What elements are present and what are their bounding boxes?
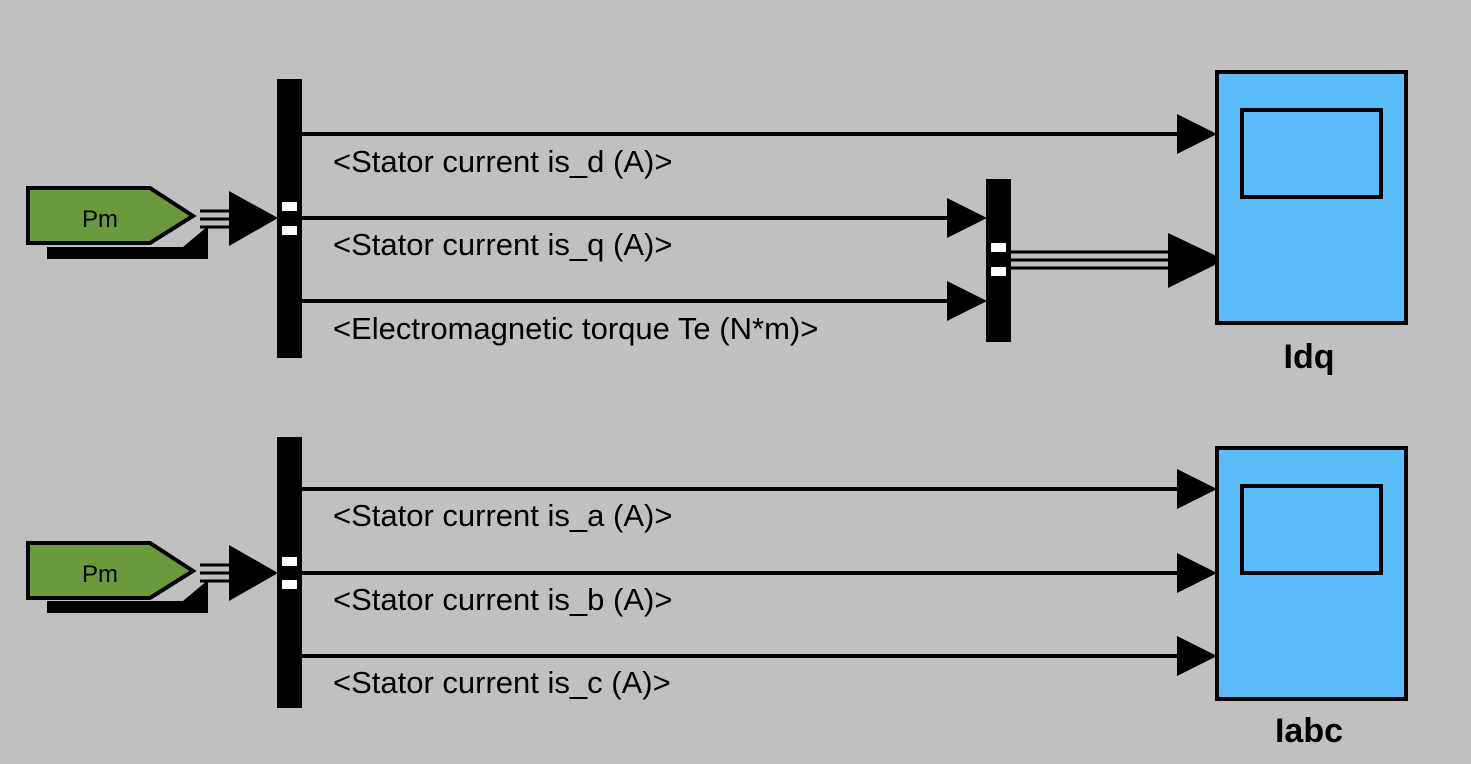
- scope-screen-icon: [1240, 108, 1383, 199]
- from-block-pm-top[interactable]: Pm: [26, 186, 208, 259]
- signal-label-is-c: <Stator current is_c (A)>: [333, 665, 671, 700]
- mux-output-bus[interactable]: [1011, 233, 1225, 288]
- signal-line-te[interactable]: [302, 281, 987, 321]
- signal-line-is-a[interactable]: [302, 469, 1217, 509]
- signal-line-is-b[interactable]: [302, 553, 1217, 593]
- scope-title-idq: Idq: [1283, 338, 1335, 376]
- signal-label-is-d: <Stator current is_d (A)>: [333, 144, 673, 179]
- signal-label-is-q: <Stator current is_q (A)>: [333, 227, 673, 262]
- signal-label-is-a: <Stator current is_a (A)>: [333, 498, 673, 533]
- scope-title-iabc: Iabc: [1274, 712, 1344, 750]
- signal-line-is-q[interactable]: [302, 198, 987, 238]
- signal-label-te: <Electromagnetic torque Te (N*m)>: [333, 311, 819, 346]
- scope-block-idq[interactable]: [1215, 70, 1408, 325]
- signal-line-is-d[interactable]: [302, 114, 1217, 154]
- bus-line-bottom[interactable]: [200, 545, 278, 601]
- bus-selector-bottom[interactable]: [277, 437, 302, 708]
- bus-line-top[interactable]: [200, 191, 278, 246]
- from-tag-label: Pm: [82, 561, 118, 588]
- signal-label-is-b: <Stator current is_b (A)>: [333, 582, 673, 617]
- from-block-pm-bottom[interactable]: Pm: [26, 541, 208, 613]
- mux-block[interactable]: [986, 179, 1011, 342]
- scope-block-iabc[interactable]: [1215, 446, 1408, 701]
- bus-selector-top[interactable]: [277, 79, 302, 358]
- signal-line-is-c[interactable]: [302, 636, 1217, 676]
- from-tag-label: Pm: [82, 206, 118, 233]
- scope-screen-icon: [1240, 484, 1383, 575]
